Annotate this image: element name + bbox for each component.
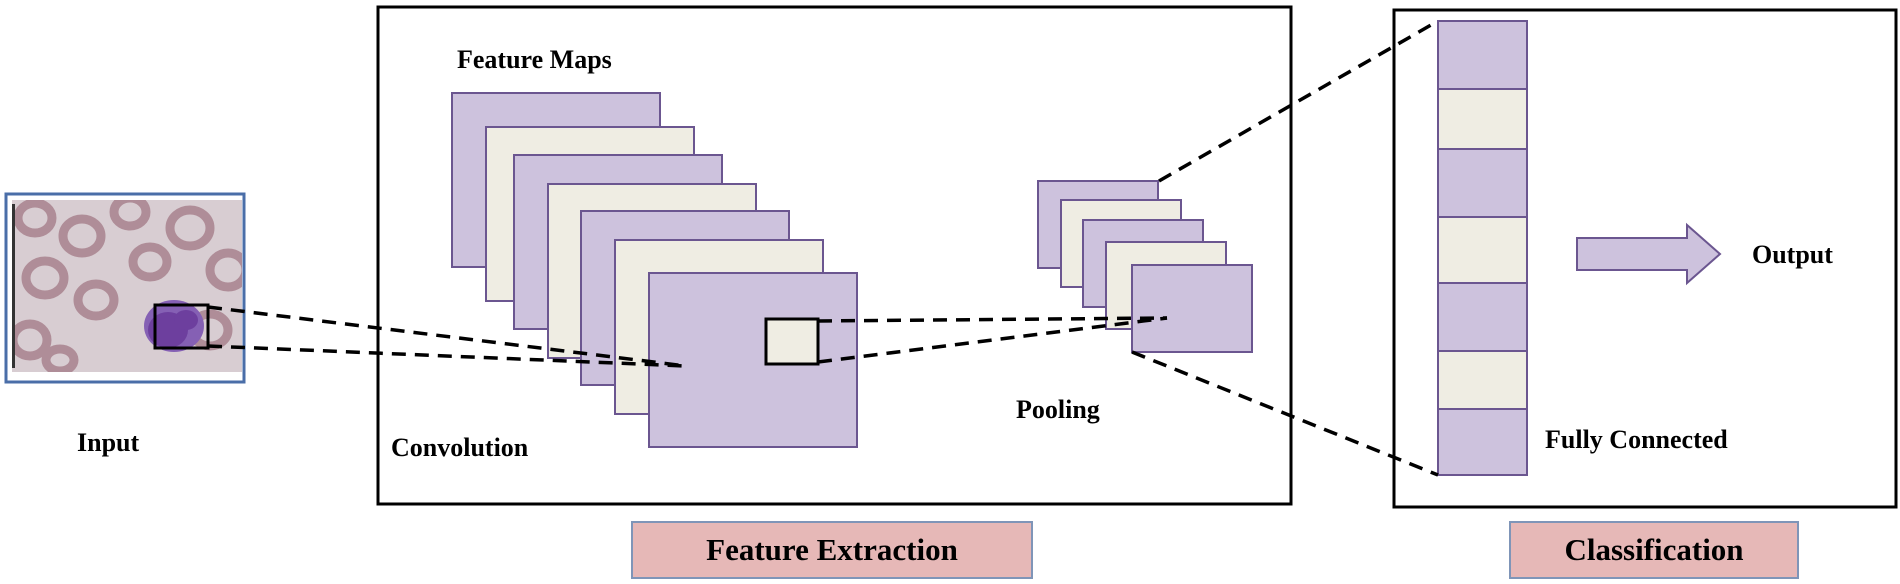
dashed-connector xyxy=(817,316,1168,323)
dashed-connector xyxy=(1158,19,1439,183)
fc-neuron xyxy=(1437,148,1528,218)
fully-connected-label: Fully Connected xyxy=(1545,425,1728,454)
fully-connected-column xyxy=(1437,20,1528,476)
output-label: Output xyxy=(1752,240,1833,269)
dashed-connector xyxy=(207,305,687,368)
feature-extraction-frame xyxy=(376,5,1293,506)
classification-frame xyxy=(1392,8,1898,509)
conv-receptive-field xyxy=(764,317,820,366)
pooling-label: Pooling xyxy=(1016,395,1100,424)
connector-lines xyxy=(207,19,1439,477)
dashed-connector xyxy=(817,316,1168,364)
fc-neuron xyxy=(1437,216,1528,284)
pooled-map xyxy=(1131,264,1253,353)
feature-map-stack xyxy=(451,92,858,448)
fc-neuron xyxy=(1437,408,1528,476)
feature-maps-label: Feature Maps xyxy=(457,45,612,74)
classification-caption: Classification xyxy=(1509,521,1799,579)
fc-neuron xyxy=(1437,350,1528,410)
feature-extraction-caption: Feature Extraction xyxy=(631,521,1033,579)
dashed-connector xyxy=(1131,350,1439,477)
input-receptive-field xyxy=(153,303,210,350)
pooling-stack xyxy=(1037,180,1253,353)
fc-neuron xyxy=(1437,20,1528,90)
convolution-label: Convolution xyxy=(391,433,529,462)
classification-caption-text: Classification xyxy=(1564,532,1743,567)
fc-neuron xyxy=(1437,282,1528,352)
fc-neuron xyxy=(1437,88,1528,150)
dashed-connector xyxy=(207,344,687,368)
output-arrow-icon xyxy=(1576,222,1722,286)
input-label: Input xyxy=(77,428,139,457)
white-blood-cell xyxy=(144,300,204,352)
input-image xyxy=(4,192,246,384)
feature-extraction-caption-text: Feature Extraction xyxy=(706,532,958,567)
